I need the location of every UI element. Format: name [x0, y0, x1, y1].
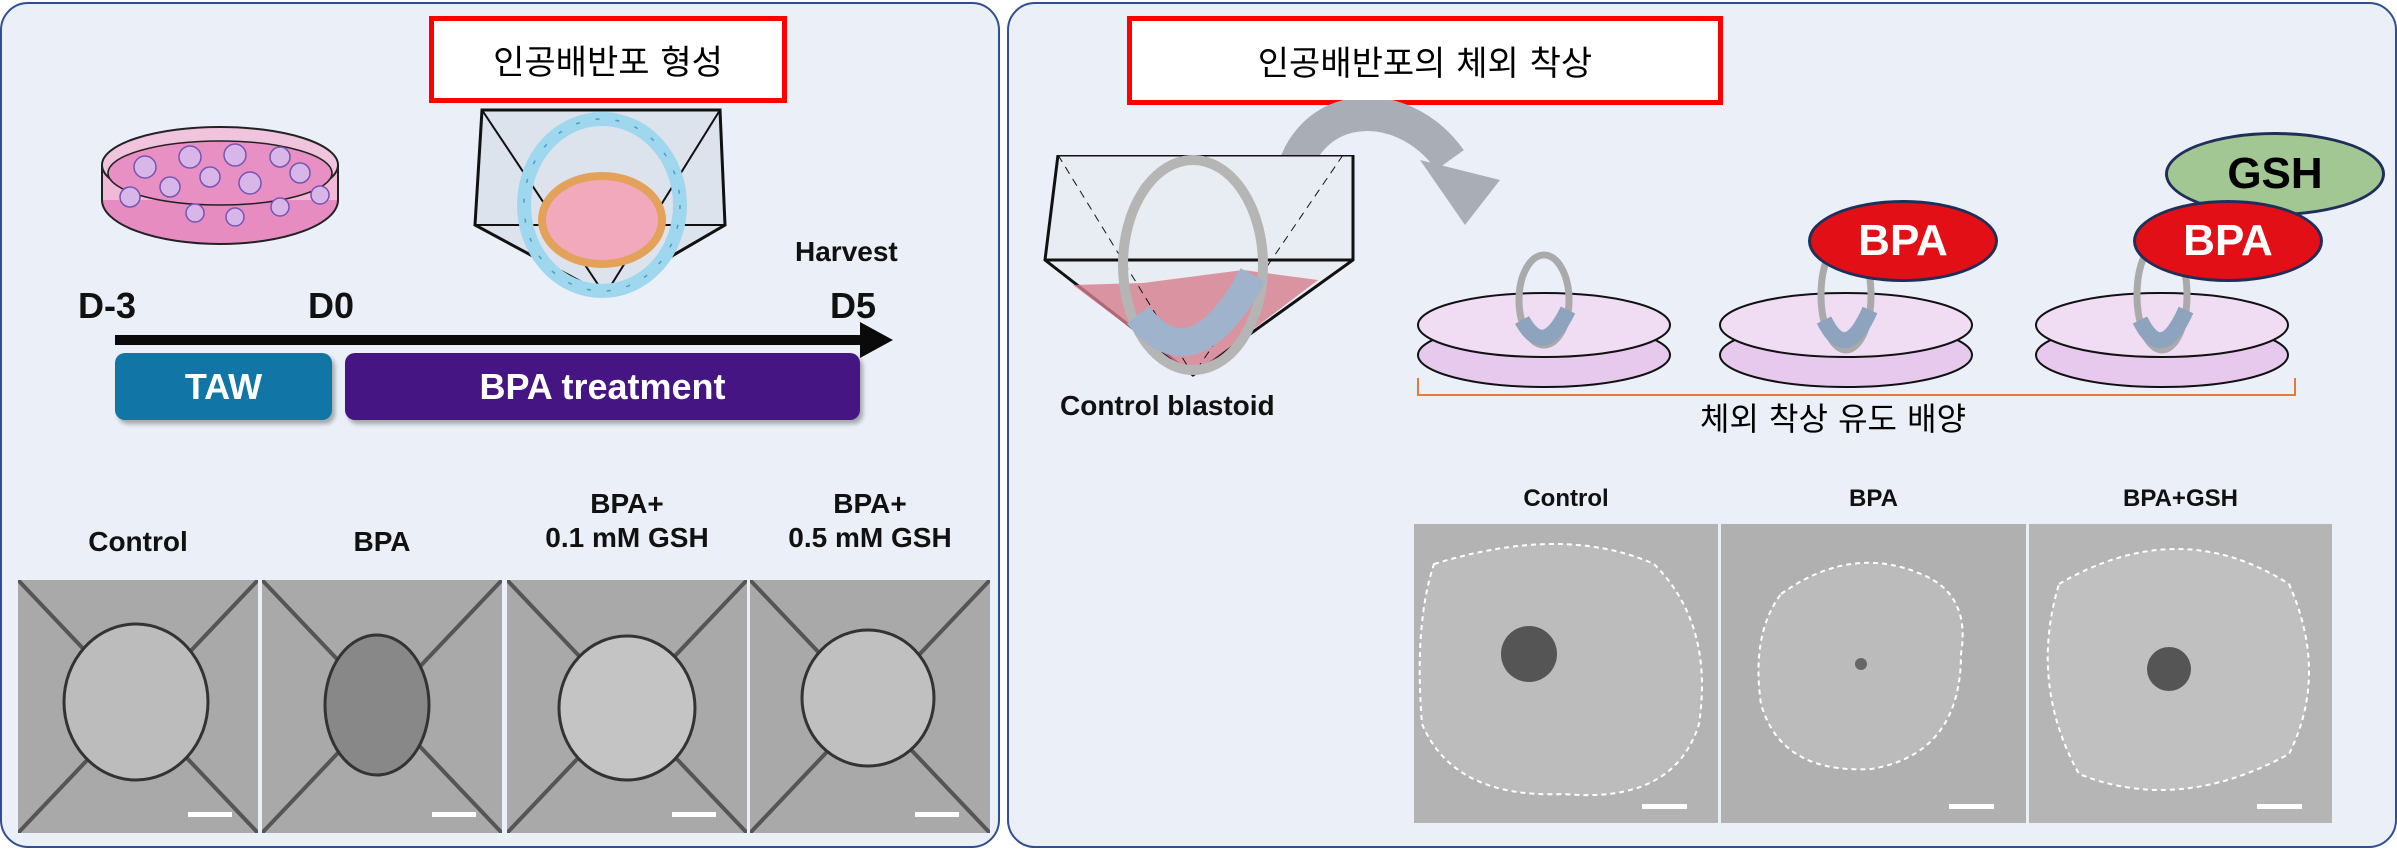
micrograph-control — [18, 580, 258, 833]
brace — [1417, 378, 2296, 396]
right-title: 인공배반포의 체외 착상 — [1127, 16, 1723, 105]
micrograph-bpa-gsh-0-5 — [750, 580, 990, 833]
day5-label: D5 — [830, 285, 877, 326]
label-right-bpa-gsh: BPA+GSH — [2123, 485, 2238, 512]
label-bpa-gsh-0-5: BPA+0.5 mM GSH — [788, 488, 952, 553]
taw-bar: TAW — [115, 353, 332, 420]
label-control: Control — [88, 526, 188, 557]
culture-label: 체외 착상 유도 배양 — [1700, 400, 1967, 438]
micrograph-bpa — [262, 580, 502, 833]
culture-dish-icon — [101, 126, 339, 245]
harvest-label: Harvest — [795, 236, 898, 267]
day-minus3-label: D-3 — [78, 285, 137, 326]
timeline-arrow — [115, 322, 893, 358]
label-right-bpa: BPA — [1849, 485, 1898, 512]
control-blastoid-illustration — [1043, 155, 1355, 377]
blastoid-formation-illustration — [473, 108, 727, 298]
label-bpa: BPA — [353, 526, 411, 557]
label-right-control: Control — [1523, 485, 1609, 512]
culture-dishes — [1417, 250, 2289, 388]
left-title: 인공배반포 형성 — [429, 16, 787, 103]
bpa-circle-1: BPA — [1808, 200, 1998, 282]
bpa-treatment-bar: BPA treatment — [345, 353, 860, 420]
micrograph-right-control — [1414, 524, 1718, 823]
micrograph-right-bpa — [1721, 524, 2026, 823]
bpa-circle-2: BPA — [2133, 200, 2323, 282]
label-bpa-gsh-0-1: BPA+0.1 mM GSH — [545, 488, 709, 553]
micrograph-bpa-gsh-0-1 — [507, 580, 747, 833]
day0-label: D0 — [308, 285, 355, 326]
micrograph-right-bpa-gsh — [2029, 524, 2332, 823]
control-blastoid-label: Control blastoid — [1060, 390, 1275, 421]
